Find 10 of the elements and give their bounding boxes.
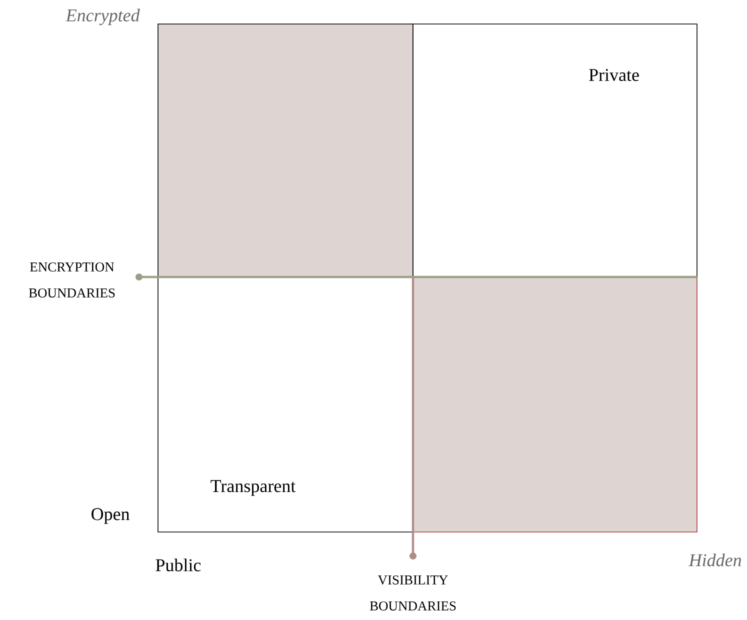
boundary-label: VISIBILITY BOUNDARIES	[370, 575, 456, 611]
quadrant-box: Transparent	[158, 276, 414, 532]
axis-label: Encrypted	[66, 8, 140, 26]
boundary-label: ENCRYPTION BOUNDARIES	[28, 262, 115, 298]
axis-label: Hidden	[688, 554, 742, 566]
quadrant-box: Private	[412, 24, 698, 278]
axis-label: Public	[156, 558, 201, 572]
axis-label: Open	[92, 508, 130, 524]
shaded-quadrant	[412, 276, 698, 532]
shaded-quadrant	[158, 24, 414, 278]
